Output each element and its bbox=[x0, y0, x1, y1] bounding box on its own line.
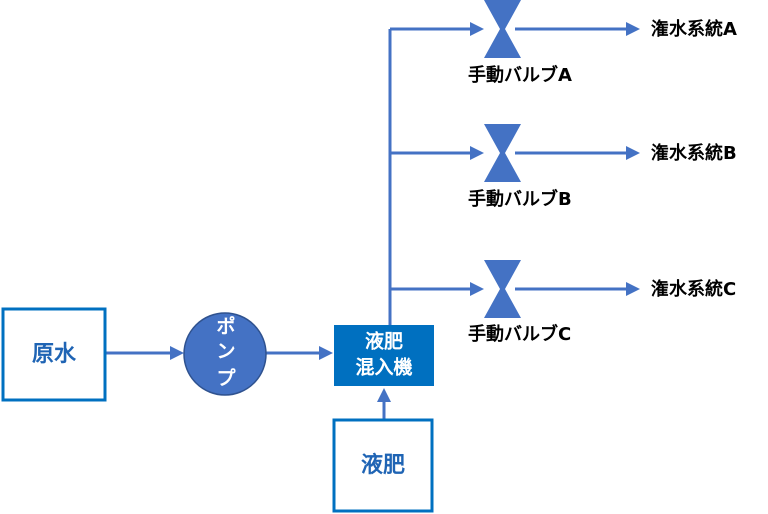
valve-a-icon bbox=[484, 0, 521, 58]
source-water-box bbox=[1, 307, 107, 402]
mixer-box bbox=[334, 325, 434, 386]
mixer-node: 液肥 混入機 bbox=[334, 325, 434, 386]
source-water-label: 原水 bbox=[32, 342, 77, 367]
valve-c-icon bbox=[484, 260, 521, 318]
arrowhead-branch-c bbox=[470, 282, 484, 296]
valve-a: 手動バルブA bbox=[468, 0, 572, 86]
system-b-label: 潅水系統B bbox=[651, 142, 737, 164]
pump-label-char-1: ポ bbox=[216, 315, 235, 338]
arrowhead-source-to-pump bbox=[170, 346, 184, 360]
valve-b-label: 手動バルブB bbox=[468, 188, 572, 210]
pump-circle bbox=[183, 312, 267, 396]
valve-b-icon bbox=[484, 124, 521, 182]
fertilizer-label: 液肥 bbox=[361, 452, 405, 478]
pump-label-char-2: ン bbox=[216, 341, 235, 363]
arrowhead-branch-a bbox=[470, 22, 484, 36]
arrowhead-system-a bbox=[626, 22, 640, 36]
arrowhead-system-b bbox=[626, 146, 640, 160]
arrowhead-pump-to-mixer bbox=[319, 346, 333, 360]
fertilizer-box bbox=[332, 418, 434, 513]
arrowhead-branch-b bbox=[470, 146, 484, 160]
valve-b: 手動バルブB bbox=[468, 124, 572, 210]
mixer-label-line-1: 液肥 bbox=[365, 330, 403, 353]
arrowhead-fertilizer-to-mixer bbox=[377, 388, 391, 402]
valve-c: 手動バルブC bbox=[468, 260, 571, 345]
fertilizer-node: 液肥 bbox=[332, 418, 434, 513]
pipes bbox=[105, 22, 640, 420]
mixer-label-line-2: 混入機 bbox=[355, 356, 412, 379]
system-c-label: 潅水系統C bbox=[651, 278, 736, 300]
pump-label-char-3: プ bbox=[216, 367, 236, 390]
system-a-label: 潅水系統A bbox=[651, 18, 737, 40]
pump-node: ポ ン プ bbox=[183, 312, 267, 396]
valve-a-label: 手動バルブA bbox=[468, 64, 572, 86]
arrowhead-system-c bbox=[626, 282, 640, 296]
source-water-node: 原水 bbox=[1, 307, 107, 402]
valve-c-label: 手動バルブC bbox=[468, 323, 571, 345]
